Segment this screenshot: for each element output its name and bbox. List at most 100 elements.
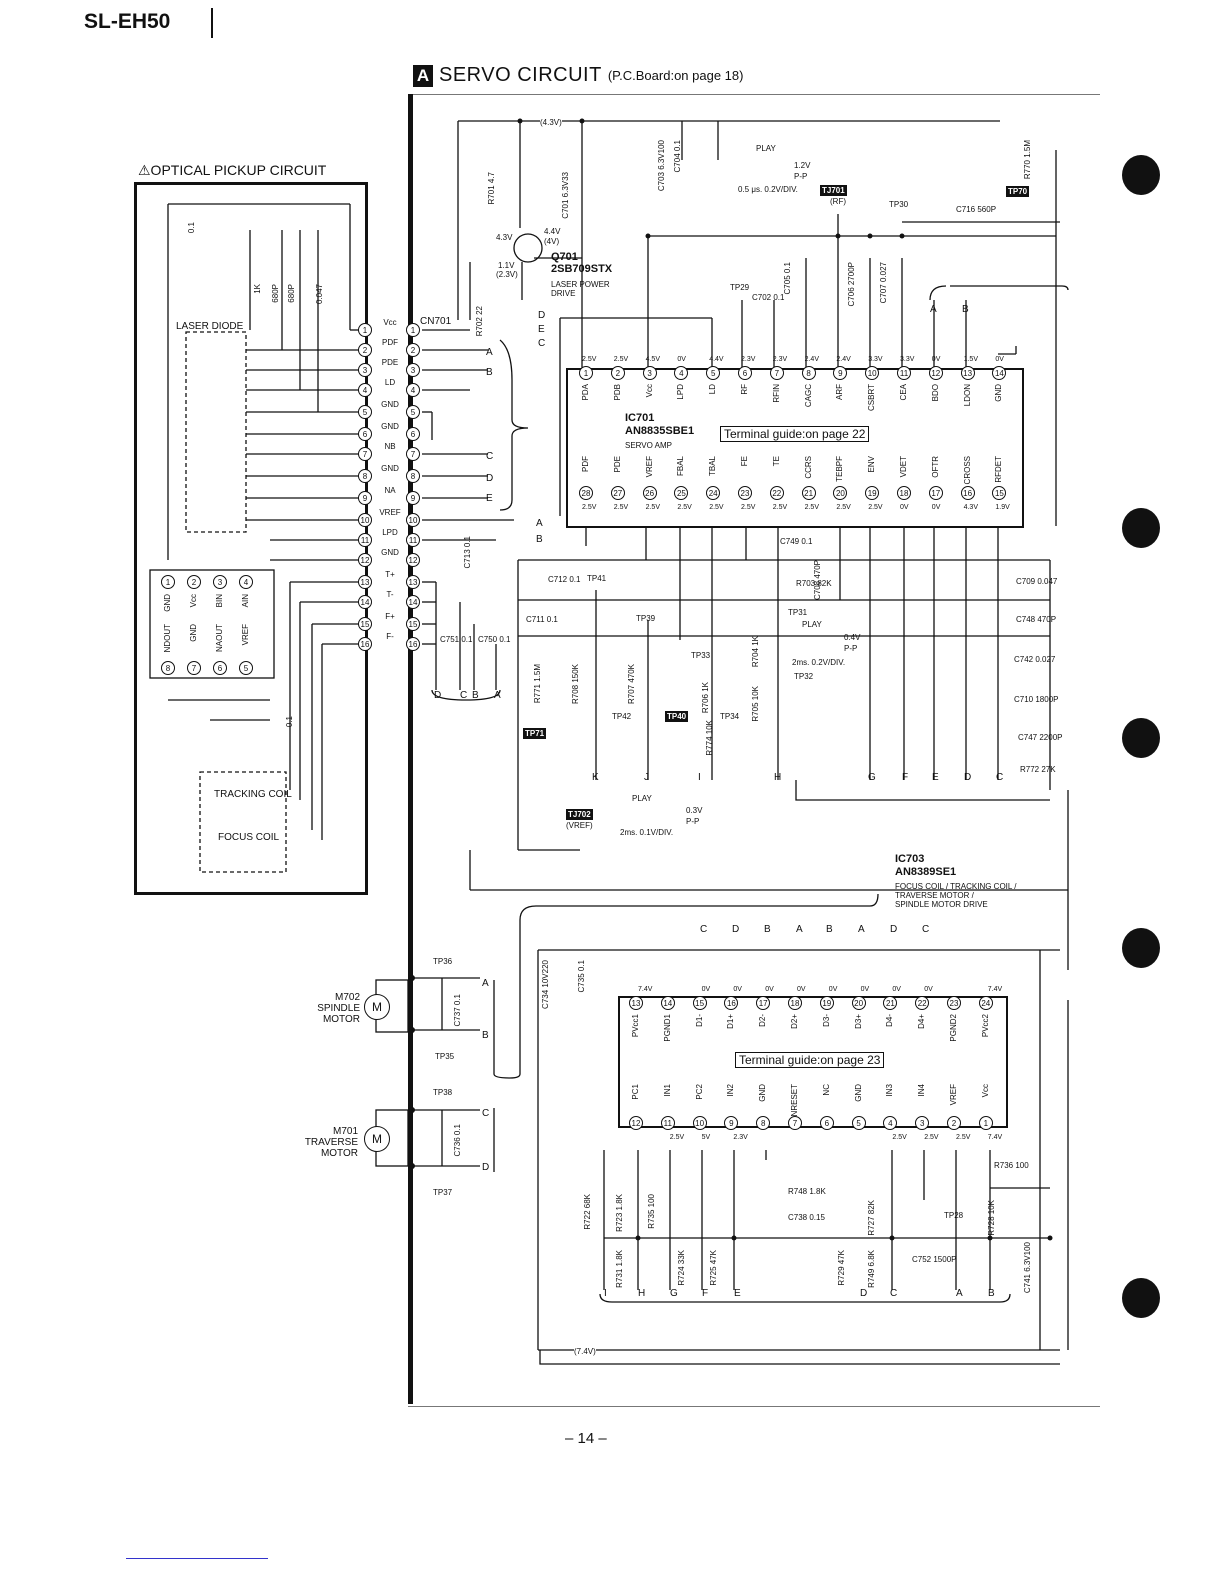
- ic701-bottom-pin: 27: [610, 486, 625, 500]
- tp32-label: TP32: [794, 672, 814, 681]
- ic703-bottom-pin: 4: [883, 1116, 898, 1130]
- ic701-top-pin-name: LD: [708, 384, 718, 395]
- tp28-label: TP28: [944, 1211, 964, 1220]
- cn701-right-pin: 6: [406, 427, 420, 441]
- cn701-left-pin: 3: [358, 363, 372, 377]
- ic701-desc: SERVO AMP: [625, 441, 672, 450]
- component-r703: R703 82K: [796, 579, 832, 588]
- tp37-label: TP37: [433, 1188, 453, 1197]
- ic703-bottom-pin: 12: [629, 1116, 643, 1130]
- ic701-bus-letter: E: [538, 324, 545, 335]
- cn701-right-pin: 12: [406, 553, 420, 567]
- ic701-bottom-pin-name: CROSS: [962, 456, 972, 485]
- ic701-bottom-voltage: 2.5V: [645, 504, 660, 511]
- ic703-top-pin: 20: [851, 996, 866, 1010]
- tp29-label: TP29: [730, 283, 750, 292]
- component-c713: C713 0.1: [463, 536, 472, 569]
- ic701-bus-letter: A: [536, 518, 543, 529]
- ic701-bottom-voltage: 2.5V: [613, 504, 629, 511]
- ic701-part: AN8835SBE1: [625, 425, 695, 437]
- ic701-bottom-voltage: 0V: [931, 504, 941, 511]
- coil-bus-letter: D: [434, 690, 442, 701]
- cn701-right-pin: 2: [406, 343, 420, 357]
- ic701-top-pin-name: GND: [994, 384, 1004, 402]
- ic701-bottom-pin: 15: [992, 486, 1007, 500]
- component-r731: R731 1.8K: [615, 1250, 624, 1288]
- coil-bus-letter: A: [494, 690, 501, 701]
- ic703-top-pin-name: PVcc1: [631, 1014, 640, 1038]
- waveform3-scale: 2ms. 0.1V/DIV.: [620, 828, 674, 837]
- waveform1-play: PLAY: [756, 144, 776, 153]
- component-r725: R725 47K: [709, 1250, 718, 1286]
- ic701-top-pin-name: LPD: [676, 384, 686, 400]
- ic701-top-voltage: 2.5V: [613, 356, 629, 363]
- ic703-bottom-bus-letter: B: [988, 1288, 995, 1299]
- bottom-rule: [408, 1406, 1100, 1407]
- cn701-left-pin: 11: [358, 533, 372, 547]
- ic701-bottom-voltage: 2.5V: [677, 504, 692, 511]
- q701-v5: (2.3V): [496, 270, 518, 279]
- tj701-rf: (RF): [830, 197, 846, 206]
- motor-bus-letter: D: [482, 1162, 490, 1173]
- ic703-top-pin-name: D3+: [853, 1014, 863, 1029]
- ic701-bottom-voltage: 4.3V: [963, 504, 978, 511]
- ic701-top-pin-name: Vcc: [644, 384, 654, 398]
- sub-ic-bottom-pin: 6: [213, 661, 227, 675]
- binding-hole: [1122, 508, 1160, 548]
- sub-ic-top-pin-name: Vcc: [189, 594, 198, 608]
- ic703-top-voltage: 0V: [924, 986, 933, 993]
- component-c702: C702 0.1: [752, 293, 785, 302]
- ic701-bottom-voltage: 2.5V: [582, 504, 597, 511]
- bus-letter: C: [486, 451, 494, 462]
- ic701-bottom-pin-name: OFTR: [930, 456, 940, 478]
- waveform2-play: PLAY: [802, 620, 822, 629]
- component-c01b: 0.1: [285, 716, 294, 728]
- ic703-bottom-pin-name: IN3: [885, 1084, 895, 1097]
- q701-v2: 4.4V: [544, 227, 561, 236]
- ic703-top-voltage: 7.4V: [987, 986, 1003, 993]
- waveform1-scale: 0.5 μs. 0.2V/DIV.: [738, 185, 798, 194]
- ic701-bottom-voltage: 2.5V: [709, 504, 724, 511]
- ic703-bottom-pin-name: IN4: [917, 1084, 927, 1097]
- cn701-pin-name: GND: [381, 422, 399, 431]
- sub-ic-bottom-pin-name: NAOUT: [215, 624, 224, 652]
- ic703-bottom-pin-name: VREF: [949, 1084, 958, 1106]
- ic703-top-bus-letter: A: [858, 924, 865, 935]
- cn701-pin-name: Vcc: [383, 318, 397, 327]
- q701-v4: 1.1V: [498, 261, 515, 270]
- ic701-bottom-pin: 18: [897, 486, 911, 500]
- component-c749: C749 0.1: [780, 537, 813, 546]
- traverse-motor-label: M701 TRAVERSE MOTOR: [304, 1126, 358, 1159]
- component-c737: C737 0.1: [453, 994, 462, 1027]
- ic703-bottom-pin: 1: [978, 1116, 993, 1130]
- component-c710: C710 1800P: [1014, 695, 1059, 704]
- ic703-top-voltage: 0V: [733, 986, 742, 993]
- sub-ic-top-pin: 3: [213, 575, 227, 589]
- component-k1: 1K: [253, 284, 262, 294]
- ic701-bottom-pin: 17: [928, 486, 943, 500]
- ic703-top-pin: 21: [883, 996, 898, 1010]
- cn701-pin-name: PDF: [382, 338, 398, 347]
- ic701-terminal-guide: Terminal guide:on page 22: [720, 426, 870, 442]
- ic703-top-pin-name: D3-: [821, 1014, 831, 1027]
- ic703-top-bus-letter: C: [922, 924, 930, 935]
- ic703-top-pin-name: PGND2: [949, 1014, 958, 1042]
- cn701-pin-name: PDE: [381, 358, 399, 367]
- ic701-bottom-pin-name: TEBPF: [835, 456, 845, 482]
- ic701-bottom-pin: 25: [674, 486, 689, 500]
- ic701-bottom-pin-name: PDE: [612, 456, 622, 473]
- tp33-label: TP33: [691, 651, 711, 660]
- ic703-top-voltage: 0V: [701, 986, 711, 993]
- ic703-bottom-voltage: 2.5V: [669, 1134, 685, 1141]
- component-c680a: 680P: [271, 284, 280, 303]
- ic703-top-bus-letter: C: [700, 924, 708, 935]
- component-c748: C748 470P: [1016, 615, 1057, 624]
- ic703-bottom-pin: 3: [915, 1116, 930, 1130]
- ic703-top-pin-name: D1-: [694, 1014, 704, 1027]
- cn701-right-pin: 1: [406, 323, 420, 337]
- ic701-lower-bus-letter: C: [996, 772, 1004, 783]
- tp70-badge: TP70: [1006, 186, 1030, 197]
- ic703-top-bus-letter: B: [826, 924, 833, 935]
- ic701-bottom-pin: 21: [801, 486, 816, 500]
